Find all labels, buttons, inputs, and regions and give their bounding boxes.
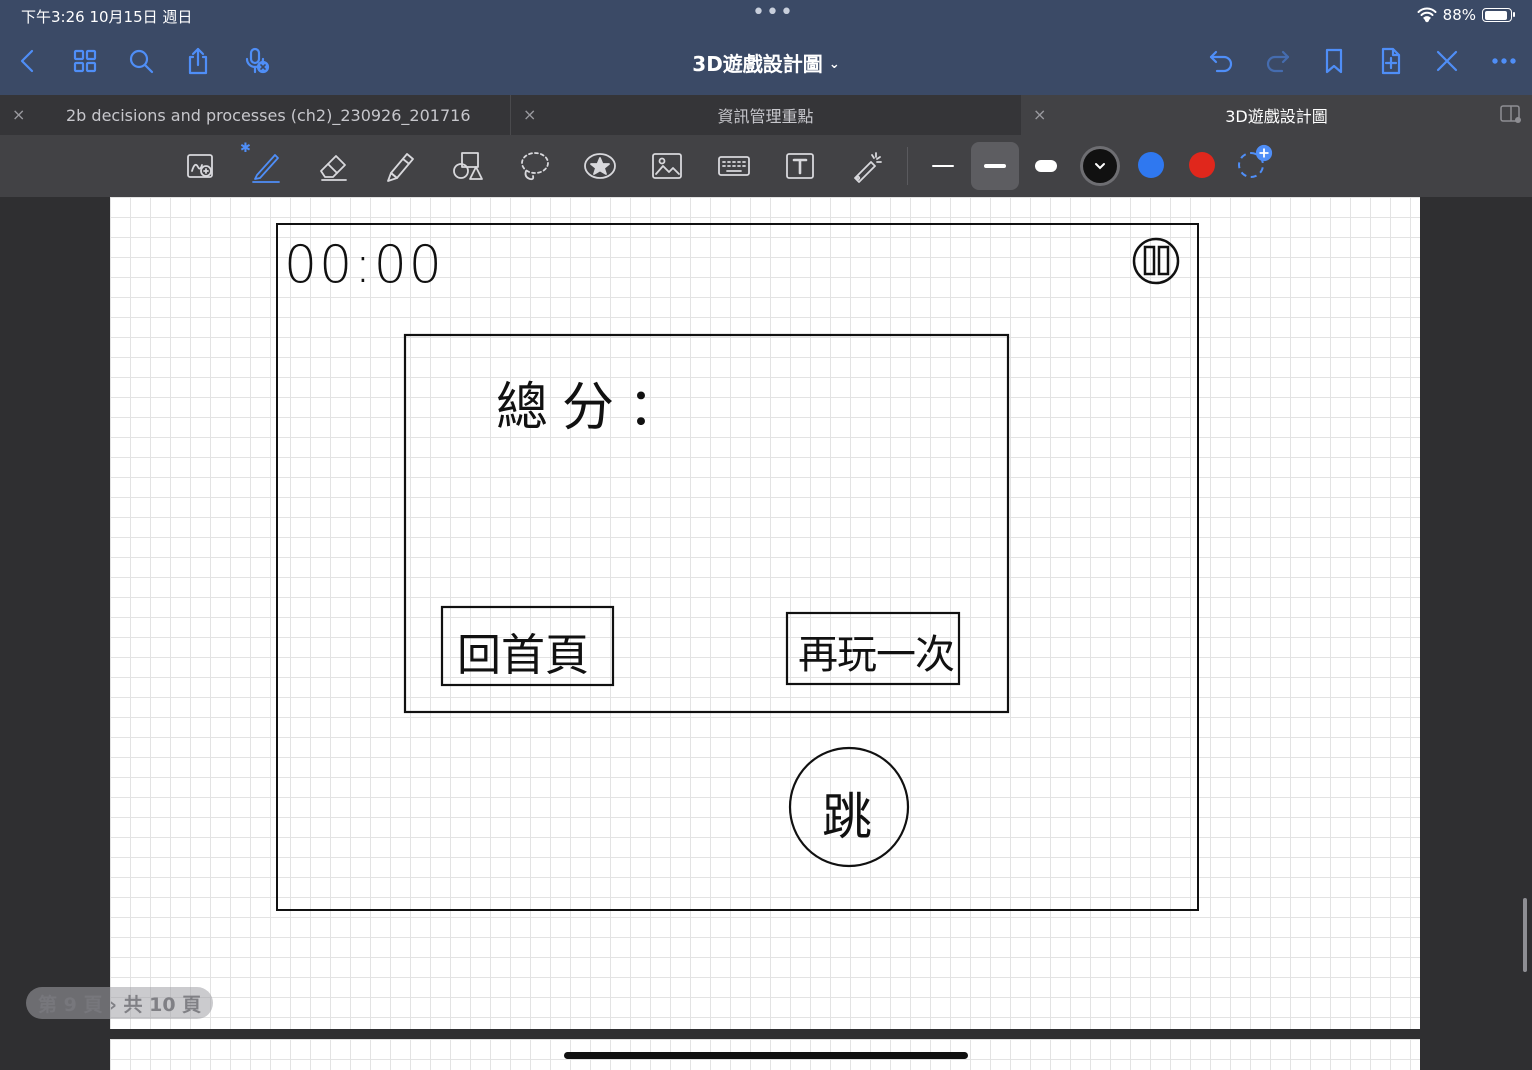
jump-text: 跳: [822, 788, 872, 846]
document-title[interactable]: 3D遊戲設計圖 ⌄: [692, 52, 839, 76]
pen-toolbar: ✱: [0, 135, 1532, 197]
close-tab-icon[interactable]: ×: [12, 105, 26, 124]
color-red-swatch[interactable]: [1189, 152, 1215, 178]
highlighter-icon[interactable]: [380, 146, 420, 186]
redo-icon[interactable]: [1261, 44, 1295, 78]
document-title-text: 3D遊戲設計圖: [692, 52, 823, 76]
chevron-down-icon: ⌄: [828, 57, 840, 72]
multitasking-dots[interactable]: •••: [752, 0, 794, 25]
pen-icon[interactable]: [246, 146, 286, 186]
screen-frame: [276, 223, 1199, 911]
mic-icon[interactable]: [240, 44, 274, 78]
color-blue-swatch[interactable]: [1138, 152, 1164, 178]
tab-2b-decisions[interactable]: × 2b decisions and processes (ch2)_23092…: [0, 95, 510, 135]
search-icon[interactable]: [124, 44, 158, 78]
sticker-icon[interactable]: [580, 146, 620, 186]
text-box-icon[interactable]: [780, 146, 820, 186]
page-indicator[interactable]: 第 9 頁 › 共 10 頁: [26, 987, 214, 1019]
bookmark-icon[interactable]: [1317, 44, 1351, 78]
color-black-swatch[interactable]: [1083, 149, 1117, 183]
battery-percent: 88%: [1442, 6, 1476, 24]
total-score-text: 總分：: [496, 378, 695, 438]
stroke-thick-option[interactable]: [1022, 142, 1070, 190]
eraser-icon[interactable]: [313, 146, 353, 186]
score-dialog-frame: [403, 333, 1010, 714]
status-time: 下午3:26 10月15日 週日: [21, 8, 193, 26]
pause-button-sketch: [1132, 237, 1180, 285]
stroke-thin-option[interactable]: [919, 142, 967, 190]
share-icon[interactable]: [181, 44, 215, 78]
tab-label: 2b decisions and processes (ch2)_230926_…: [66, 105, 471, 125]
stroke-medium-option[interactable]: [971, 142, 1019, 190]
tab-bar: × 2b decisions and processes (ch2)_23092…: [0, 95, 1532, 135]
close-pen-icon[interactable]: [1430, 44, 1464, 78]
scrollbar[interactable]: [1523, 898, 1527, 972]
tab-info-mgmt[interactable]: × 資訊管理重點: [510, 95, 1020, 135]
grid-icon[interactable]: [68, 44, 102, 78]
close-tab-icon[interactable]: ×: [1033, 105, 1047, 124]
lasso-icon[interactable]: [514, 146, 554, 186]
back-icon[interactable]: [11, 44, 45, 78]
jump-button-frame: [788, 746, 910, 868]
navigation-bar: 下午3:26 10月15日 週日 ••• 88% 3D遊戲設計圖 ⌄: [0, 0, 1532, 95]
timer-text: 00:00: [284, 235, 444, 295]
battery-icon: [1482, 8, 1515, 22]
more-icon[interactable]: [1487, 44, 1521, 78]
tab-label: 3D遊戲設計圖: [1225, 107, 1328, 126]
back-home-text: 回首頁: [457, 630, 589, 681]
wifi-icon: [1417, 7, 1437, 23]
status-right: 88%: [1417, 6, 1515, 24]
tab-label: 資訊管理重點: [717, 107, 814, 126]
chevron-down-icon: [1095, 163, 1105, 170]
zoom-window-icon[interactable]: [181, 146, 221, 186]
add-page-icon[interactable]: [1374, 44, 1408, 78]
game-ui-sketch: [276, 223, 1199, 911]
play-again-button-frame: [785, 611, 961, 686]
next-page-preview: [110, 1039, 1420, 1070]
laser-pointer-icon[interactable]: [847, 146, 887, 186]
add-color-icon[interactable]: [1238, 144, 1273, 178]
undo-icon[interactable]: [1204, 44, 1238, 78]
back-home-button-frame: [440, 605, 615, 687]
bluetooth-icon: ✱: [240, 141, 251, 156]
toolbar-divider: [907, 147, 908, 185]
home-indicator[interactable]: [564, 1052, 968, 1059]
shapes-icon[interactable]: [447, 146, 487, 186]
notebook-page[interactable]: 00:00 總分： 回首頁 再玩一次 跳: [110, 197, 1420, 1029]
close-tab-icon[interactable]: ×: [523, 105, 537, 124]
tab-3d-game-design[interactable]: × 3D遊戲設計圖: [1021, 95, 1532, 135]
keyboard-icon[interactable]: [714, 146, 754, 186]
image-icon[interactable]: [647, 146, 687, 186]
play-again-text: 再玩一次: [798, 632, 955, 678]
split-view-icon[interactable]: [1500, 104, 1522, 124]
